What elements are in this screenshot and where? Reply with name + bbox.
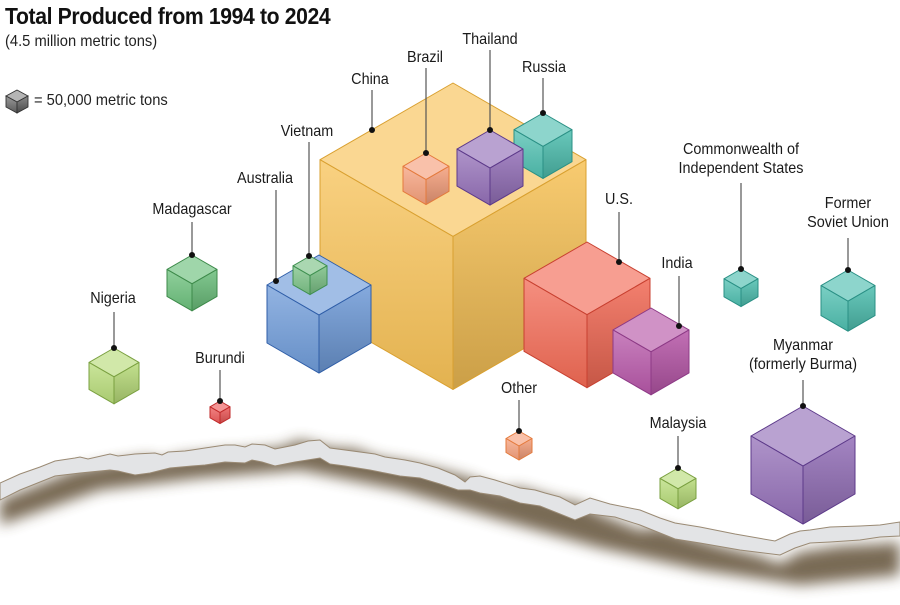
leader-dot-malaysia <box>675 465 681 471</box>
cube-other <box>505 430 533 461</box>
cube-right-face <box>542 129 573 179</box>
cube-russia <box>513 112 573 179</box>
cube-right-face <box>802 435 856 525</box>
label-line: Nigeria <box>90 290 136 307</box>
leader-dot-russia <box>540 110 546 116</box>
label-line: Australia <box>236 170 294 187</box>
label-line: Myanmar <box>772 337 834 354</box>
label-line: Burundi <box>195 350 245 367</box>
label-line: China <box>351 71 389 88</box>
tear-strip <box>0 439 900 556</box>
label-brazil: Brazil <box>407 48 443 67</box>
cube-right-face <box>677 477 697 510</box>
chart-title: Total Produced from 1994 to 2024 <box>5 3 331 29</box>
leader-dot-other <box>516 428 522 434</box>
leader-dot-cis <box>738 266 744 272</box>
label-line: Brazil <box>406 49 444 66</box>
label-cis: Commonwealth of Independent States <box>679 140 804 178</box>
label-line: Former <box>824 195 872 212</box>
label-us: U.S. <box>605 190 633 209</box>
cube-layer <box>88 82 876 525</box>
label-line: Commonwealth of <box>682 141 800 158</box>
cube-right-face <box>113 361 140 405</box>
torn-paper-edge <box>0 439 900 585</box>
label-vietnam: Vietnam <box>281 122 334 141</box>
cube-right-face <box>309 265 328 296</box>
cube-fsu <box>820 269 876 332</box>
cube-brazil <box>402 152 450 206</box>
cube-malaysia <box>659 467 697 510</box>
label-line: Soviet Union <box>807 214 889 231</box>
label-australia: Australia <box>237 169 293 188</box>
label-line: Madagascar <box>152 201 232 218</box>
label-line: (formerly Burma) <box>748 356 858 373</box>
leader-dot-nigeria <box>111 345 117 351</box>
cube-cis <box>723 268 759 308</box>
label-line: Malaysia <box>649 415 707 432</box>
label-myanmar: Myanmar (formerly Burma) <box>749 336 857 374</box>
label-malaysia: Malaysia <box>650 414 707 433</box>
leader-dot-madagascar <box>189 252 195 258</box>
leader-dot-india <box>676 323 682 329</box>
leader-dot-fsu <box>845 267 851 273</box>
cube-vietnam <box>292 255 328 296</box>
label-line: U.S. <box>604 191 634 208</box>
label-line: Russia <box>521 59 567 76</box>
cube-china <box>319 82 587 390</box>
label-nigeria: Nigeria <box>90 289 136 308</box>
label-line: Independent States <box>678 160 804 177</box>
cube-madagascar <box>166 254 218 312</box>
leader-lines <box>111 50 851 471</box>
cube-burundi <box>209 400 231 425</box>
leader-dot-vietnam <box>306 253 312 259</box>
leader-dot-burundi <box>217 398 223 404</box>
leader-dot-myanmar <box>800 403 806 409</box>
label-india: India <box>661 254 692 273</box>
label-thailand: Thailand <box>462 30 517 49</box>
legend-text: = 50,000 metric tons <box>34 92 168 109</box>
label-other: Other <box>501 379 537 398</box>
tear-shadow <box>0 440 900 585</box>
cube-right-face <box>219 406 231 425</box>
cube-right-face <box>518 438 533 461</box>
label-line: Other <box>500 380 538 397</box>
chart-subtitle: (4.5 million metric tons) <box>5 33 158 50</box>
label-madagascar: Madagascar <box>152 200 231 219</box>
label-line: Thailand <box>462 31 518 48</box>
cube-nigeria <box>88 347 140 405</box>
cube-right-face <box>740 278 759 308</box>
cube-right-face <box>650 329 690 396</box>
label-line: India <box>661 255 693 272</box>
leader-dot-china <box>369 127 375 133</box>
label-line: Vietnam <box>280 123 334 140</box>
leader-dot-brazil <box>423 150 429 156</box>
gray-cube-icon <box>5 89 29 114</box>
label-burundi: Burundi <box>195 349 245 368</box>
label-russia: Russia <box>522 58 566 77</box>
cube-right-face <box>489 148 524 206</box>
cube-right-face <box>847 285 876 332</box>
cube-thailand <box>456 129 524 206</box>
cube-india <box>612 307 690 396</box>
cube-right-face <box>191 268 218 312</box>
cube-right-face <box>318 284 372 374</box>
label-china: China <box>351 70 389 89</box>
cube-right-face <box>425 165 450 206</box>
legend: = 50,000 metric tons <box>4 88 179 114</box>
leader-dot-thailand <box>487 127 493 133</box>
cube-myanmar <box>750 405 856 525</box>
leader-dot-australia <box>273 278 279 284</box>
leader-dot-us <box>616 259 622 265</box>
